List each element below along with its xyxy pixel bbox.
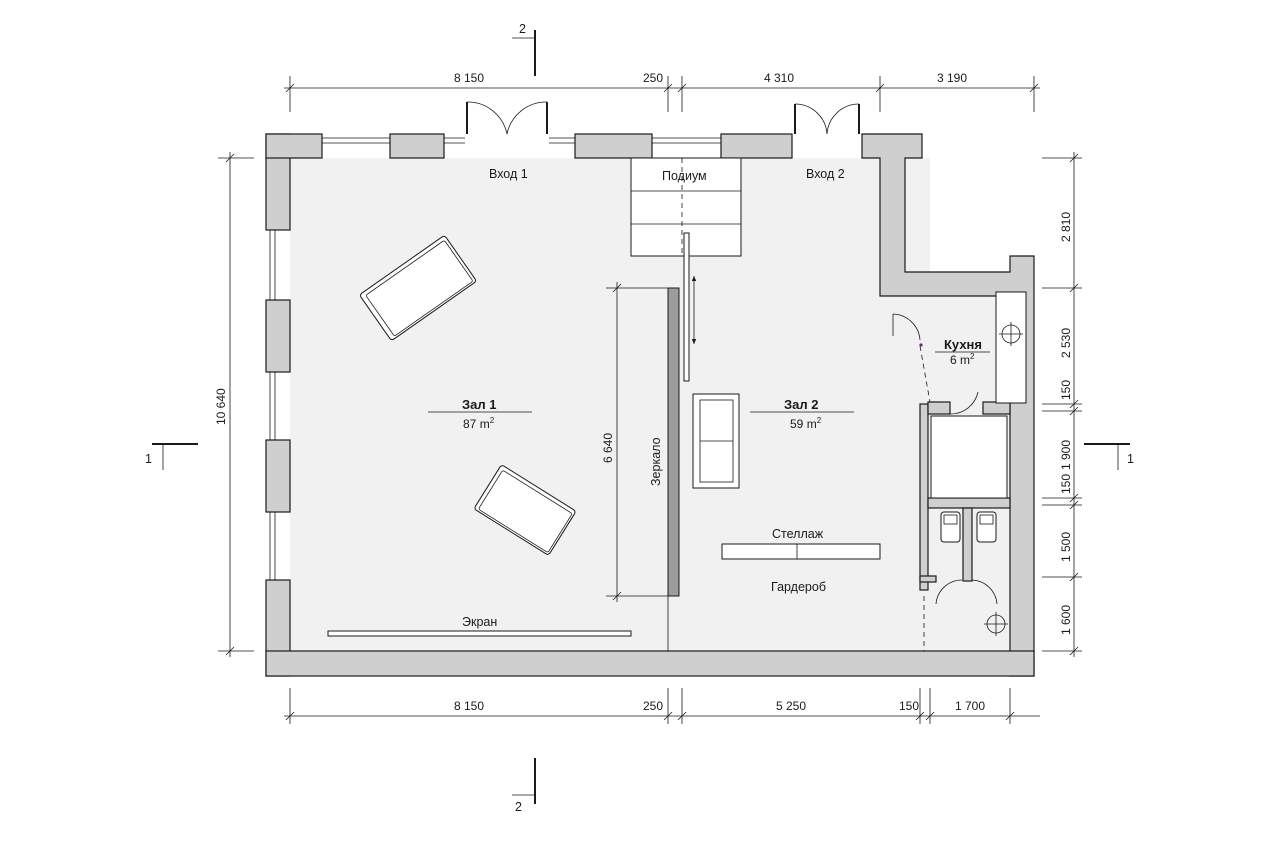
mirror-label: Зеркало — [649, 437, 663, 486]
section-mark-2-top: 2 — [512, 22, 536, 76]
section-1-left-label: 1 — [145, 452, 152, 466]
dim-bottom-5: 1 700 — [955, 699, 985, 713]
sliding-panel — [683, 232, 690, 382]
section-mark-1-right: 1 — [1084, 443, 1134, 470]
entrance-1-label: Вход 1 — [489, 167, 528, 181]
room-1-area: 87 m2 — [463, 416, 495, 431]
dim-mirror: 6 640 — [601, 433, 615, 463]
dim-right-4: 1 900 — [1059, 440, 1073, 470]
mat-1 — [360, 235, 476, 341]
section-mark-2-bottom: 2 — [512, 758, 536, 814]
sofa — [692, 393, 740, 489]
dim-top-3: 4 310 — [764, 71, 794, 85]
exterior-walls — [265, 133, 1035, 677]
shelving — [721, 543, 881, 560]
room-2-name: Зал 2 — [784, 397, 818, 412]
entrance-2-label: Вход 2 — [806, 167, 845, 181]
mirror-wall — [667, 287, 680, 597]
room-3-name: Кухня — [944, 337, 982, 352]
podium-label: Подиум — [662, 169, 707, 183]
entrance-2-door — [794, 103, 860, 135]
dim-top-2: 250 — [643, 71, 663, 85]
service-block — [892, 291, 1027, 651]
dim-right-2: 2 530 — [1059, 328, 1073, 358]
dim-bottom-2: 250 — [643, 699, 663, 713]
dim-right-3: 150 — [1059, 380, 1073, 400]
room-1-name: Зал 1 — [462, 397, 496, 412]
dim-right-7: 1 600 — [1059, 605, 1073, 635]
entrance-1-door — [466, 101, 548, 135]
mat-2 — [474, 465, 576, 555]
dim-bottom-1: 8 150 — [454, 699, 484, 713]
room-2-area: 59 m2 — [790, 416, 822, 431]
dim-top-1: 8 150 — [454, 71, 484, 85]
screen-label: Экран — [462, 615, 497, 629]
wardrobe-label: Гардероб — [771, 580, 826, 594]
dim-right-6: 1 500 — [1059, 532, 1073, 562]
dim-left: 10 640 — [214, 388, 228, 425]
dim-right-5: 150 — [1059, 474, 1073, 494]
dimension-lines — [218, 76, 1082, 724]
section-2-top-label: 2 — [519, 22, 526, 36]
section-1-right-label: 1 — [1127, 452, 1134, 466]
dim-bottom-4: 150 — [899, 699, 919, 713]
section-2-bottom-label: 2 — [515, 800, 522, 814]
windows — [269, 137, 721, 580]
dim-bottom-3: 5 250 — [776, 699, 806, 713]
screen — [327, 630, 632, 637]
dim-top-4: 3 190 — [937, 71, 967, 85]
dim-right-1: 2 810 — [1059, 212, 1073, 242]
shelving-label: Стеллаж — [772, 527, 824, 541]
section-mark-1-left: 1 — [145, 443, 198, 470]
room-3-area: 6 m2 — [950, 352, 975, 367]
